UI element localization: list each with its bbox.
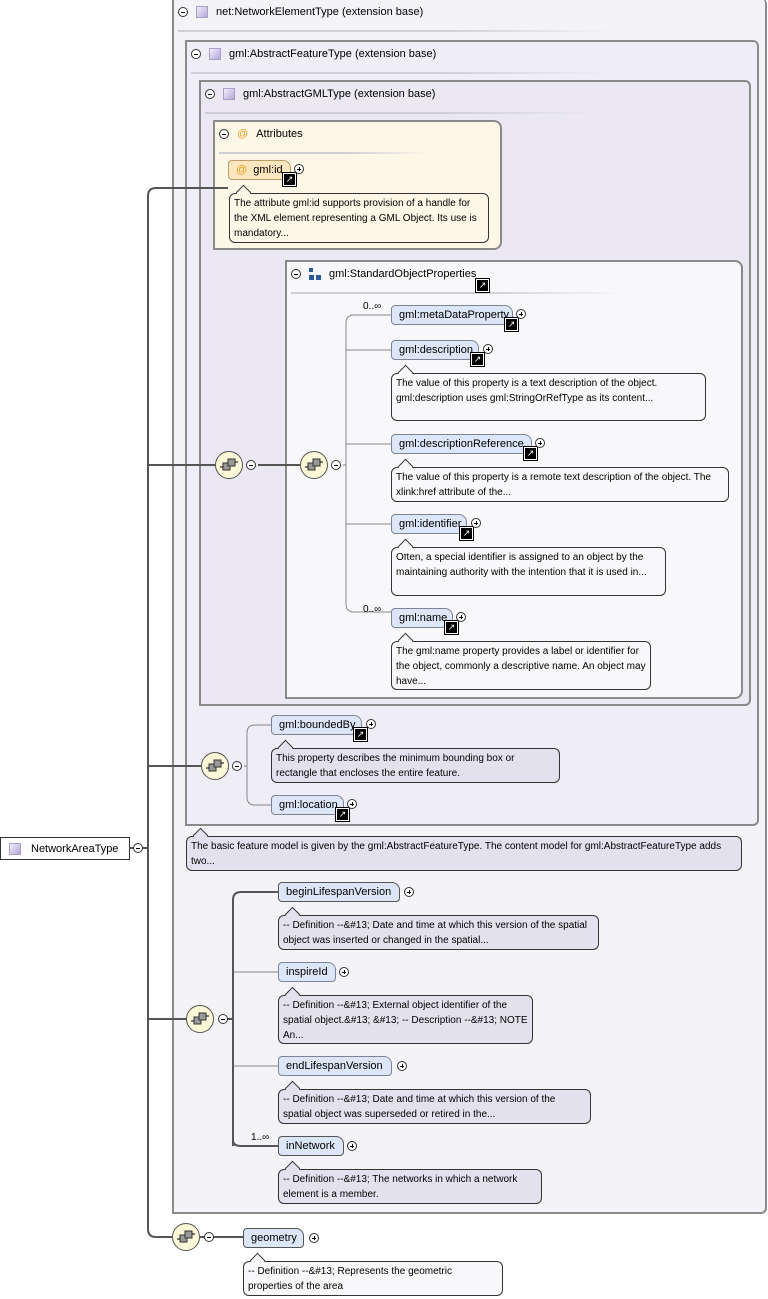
- expand-icon[interactable]: [347, 799, 357, 809]
- attribute-label: gml:id: [253, 164, 283, 176]
- expand-icon[interactable]: [347, 1141, 357, 1151]
- element-doc: -- Definition --&#13; Represents the geo…: [243, 1261, 503, 1296]
- sequence-icon[interactable]: [172, 1223, 200, 1251]
- expand-icon[interactable]: [339, 967, 349, 977]
- group-title: gml:StandardObjectProperties: [329, 268, 477, 280]
- collapse-icon[interactable]: [205, 89, 215, 99]
- base-type-label: gml:AbstractFeatureType (extension base): [229, 48, 437, 60]
- expand-icon[interactable]: [456, 612, 466, 622]
- group-icon: [309, 268, 321, 280]
- link-arrow-icon[interactable]: ↗: [475, 278, 490, 293]
- element-identifier[interactable]: gml:identifier: [391, 514, 467, 534]
- sequence-icon[interactable]: [201, 752, 229, 780]
- occurrence-label: 1..∞: [251, 1132, 270, 1143]
- link-arrow-icon[interactable]: ↗: [523, 446, 538, 461]
- element-descriptionreference[interactable]: gml:descriptionReference: [391, 434, 532, 454]
- complex-type-icon: [209, 48, 221, 60]
- link-arrow-icon[interactable]: ↗: [282, 172, 297, 187]
- element-location[interactable]: gml:location: [271, 795, 344, 815]
- attribute-icon: @: [237, 128, 249, 140]
- complex-type-icon: [9, 842, 21, 855]
- sequence-icon[interactable]: [215, 451, 243, 479]
- feature-type-doc: The basic feature model is given by the …: [186, 836, 742, 871]
- link-arrow-icon[interactable]: ↗: [353, 727, 368, 742]
- divider: [178, 30, 615, 32]
- divider: [205, 112, 599, 114]
- element-doc: -- Definition --&#13; External object id…: [278, 995, 533, 1044]
- link-arrow-icon[interactable]: ↗: [470, 352, 485, 367]
- sequence-icon[interactable]: [300, 451, 328, 479]
- attributes-title: Attributes: [256, 128, 303, 140]
- occurrence-label: 0..∞: [363, 604, 382, 615]
- link-arrow-icon[interactable]: ↗: [504, 317, 519, 332]
- element-innetwork[interactable]: inNetwork: [278, 1136, 344, 1156]
- base-type-label: net:NetworkElementType (extension base): [216, 6, 424, 18]
- element-name[interactable]: gml:name: [391, 608, 453, 628]
- expand-icon[interactable]: [397, 1061, 407, 1071]
- attribute-gml-id[interactable]: @ gml:id: [228, 160, 291, 180]
- element-doc: The gml:name property provides a label o…: [391, 641, 651, 690]
- element-endlifespanversion[interactable]: endLifespanVersion: [278, 1056, 392, 1076]
- complex-type-icon: [223, 88, 235, 100]
- link-arrow-icon[interactable]: ↗: [459, 526, 474, 541]
- expand-icon[interactable]: [516, 309, 526, 319]
- collapse-icon[interactable]: [133, 843, 143, 853]
- collapse-icon[interactable]: [219, 129, 229, 139]
- collapse-icon[interactable]: [191, 49, 201, 59]
- expand-icon[interactable]: [309, 1233, 319, 1243]
- divider: [291, 292, 621, 294]
- collapse-icon[interactable]: [178, 7, 188, 17]
- element-doc: -- Definition --&#13; Date and time at w…: [278, 915, 599, 950]
- root-type-node[interactable]: NetworkAreaType: [0, 837, 130, 860]
- link-arrow-icon[interactable]: ↗: [444, 620, 459, 635]
- element-description[interactable]: gml:description: [391, 340, 479, 360]
- root-type-label: NetworkAreaType: [31, 842, 119, 855]
- element-doc: The value of this property is a text des…: [391, 373, 706, 421]
- collapse-icon[interactable]: [246, 460, 256, 470]
- occurrence-label: 0..∞: [363, 301, 382, 312]
- collapse-icon[interactable]: [204, 1232, 214, 1242]
- collapse-icon[interactable]: [218, 1014, 228, 1024]
- expand-icon[interactable]: [535, 438, 545, 448]
- element-metadataproperty[interactable]: gml:metaDataProperty: [391, 305, 513, 325]
- expand-icon[interactable]: [483, 344, 493, 354]
- collapse-icon[interactable]: [331, 460, 341, 470]
- expand-icon[interactable]: [366, 719, 376, 729]
- element-geometry[interactable]: geometry: [243, 1228, 304, 1248]
- expand-icon[interactable]: [294, 164, 304, 174]
- element-doc: -- Definition --&#13; Date and time at w…: [278, 1089, 591, 1124]
- element-doc: This property describes the minimum boun…: [271, 748, 560, 783]
- element-doc: Often, a special identifier is assigned …: [391, 547, 666, 596]
- collapse-icon[interactable]: [232, 761, 242, 771]
- base-type-label: gml:AbstractGMLType (extension base): [243, 88, 436, 100]
- attribute-doc: The attribute gml:id supports provision …: [229, 193, 489, 243]
- element-doc: The value of this property is a remote t…: [391, 467, 729, 502]
- link-arrow-icon[interactable]: ↗: [335, 807, 350, 822]
- expand-icon[interactable]: [471, 518, 481, 528]
- element-doc: -- Definition --&#13; The networks in wh…: [278, 1169, 542, 1204]
- divider: [191, 72, 607, 74]
- collapse-icon[interactable]: [291, 269, 301, 279]
- element-boundedby[interactable]: gml:boundedBy: [271, 715, 362, 735]
- sequence-icon[interactable]: [186, 1005, 214, 1033]
- expand-icon[interactable]: [404, 887, 414, 897]
- element-beginlifespanversion[interactable]: beginLifespanVersion: [278, 882, 400, 902]
- divider: [219, 152, 430, 154]
- complex-type-icon: [196, 6, 208, 18]
- element-inspireid[interactable]: inspireId: [278, 962, 336, 982]
